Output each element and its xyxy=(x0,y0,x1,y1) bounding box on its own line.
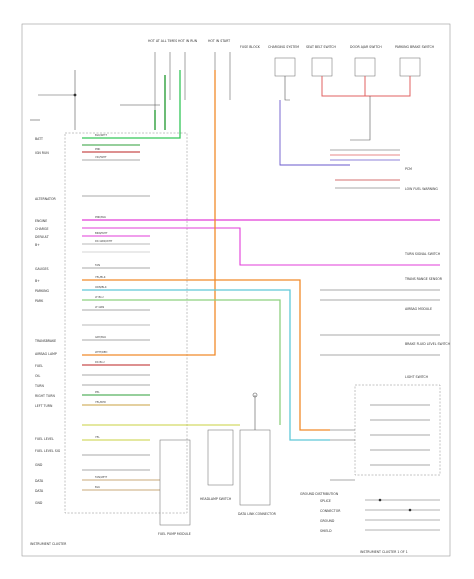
legend-label-3: SHIELD xyxy=(320,529,332,533)
cluster-title: INSTRUMENT CLUSTER xyxy=(30,542,67,546)
bottom-label-0: FUEL PUMP MODULE xyxy=(158,532,191,536)
cluster-label-19: LEFT TURN xyxy=(35,404,53,408)
top-right-label-3: PARKING BRAKE SWITCH xyxy=(395,45,435,49)
wire-label-11: GRY/BLK xyxy=(95,335,106,339)
right-label-2: TURN SIGNAL SWITCH xyxy=(404,252,441,256)
top-label-2: HOT IN START xyxy=(208,39,230,43)
cluster-label-18: RIGHT TURN xyxy=(35,394,55,398)
top-label-0: HOT AT ALL TIMES xyxy=(148,39,177,43)
right-label-0: PCM xyxy=(405,167,412,171)
right-label-5: BRAKE FLUID LEVEL SWITCH xyxy=(405,342,451,346)
footer-right: INSTRUMENT CLUSTER 1 OF 1 xyxy=(360,550,408,554)
cluster-label-10: B+ xyxy=(35,279,40,283)
wire-label-1: PNK xyxy=(95,147,101,151)
legend-label-0: SPLICE xyxy=(320,499,331,503)
cluster-label-15: FUEL xyxy=(35,364,43,368)
bottom-label-3: GROUND DISTRIBUTION xyxy=(300,492,339,496)
battery-branch xyxy=(30,70,77,130)
cluster-label-20: FUEL LEVEL xyxy=(35,437,54,441)
cluster-label-23: DATA xyxy=(35,479,44,483)
cluster-label-17: TURN xyxy=(34,384,44,388)
cluster-label-8: B+ xyxy=(35,243,40,247)
wire-label-15: YEL/RED xyxy=(95,400,106,404)
wire-label-10: LT GRN xyxy=(95,305,104,309)
cluster-label-5: ENGINE xyxy=(35,219,47,223)
top-right-label-2: DOOR AJAR SWITCH xyxy=(350,45,382,49)
right-label-6: LIGHT SWITCH xyxy=(405,375,429,379)
wire-label-9: LT BLU xyxy=(95,295,104,299)
cluster-label-21: FUEL LEVEL SIG xyxy=(35,449,61,453)
cluster-label-6: CHARGE xyxy=(35,227,49,231)
wire-label-7: YEL/BLK xyxy=(95,275,106,279)
top-right-label-0: CHARGING SYSTEM xyxy=(268,45,299,49)
right-side-components xyxy=(320,289,441,481)
cluster-label-4: ALTERNATOR xyxy=(35,197,56,201)
wire-label-6: TAN xyxy=(95,263,100,267)
right-label-1: LOW FUEL WARNING xyxy=(405,187,438,191)
wire-label-0: BLK/WHT xyxy=(95,133,107,137)
cluster-pin-stubs xyxy=(82,144,150,471)
wire-label-4: BRN/WHT xyxy=(95,231,108,235)
wire-label-16: YEL xyxy=(95,435,100,439)
cluster-wires xyxy=(82,70,440,491)
top-label-1: HOT IN RUN xyxy=(178,39,198,43)
cluster-label-11: PARKING xyxy=(35,289,50,293)
legend-label-1: CONNECTOR xyxy=(320,509,341,513)
legend-label-2: GROUND xyxy=(320,519,335,523)
top-right-label-1: SEAT BELT SWITCH xyxy=(306,45,337,49)
cluster-label-13: TRANSBRAKE xyxy=(34,339,56,343)
cluster-label-25: GND xyxy=(35,501,43,505)
wire-label-14: PPL xyxy=(95,390,100,394)
top-right-switch-boxes xyxy=(274,57,421,189)
cluster-label-7: DEFAULT xyxy=(35,235,49,239)
cluster-label-1: IGN RUN xyxy=(35,151,49,155)
cluster-label-0: BATT xyxy=(35,137,43,141)
cluster-label-12: PARK xyxy=(35,299,44,303)
top-label-3: FUSE BLOCK xyxy=(240,45,261,49)
wire-label-13: DK BLU xyxy=(95,360,105,364)
bottom-modules xyxy=(159,392,271,526)
bottom-label-2: DATA LINK CONNECTOR xyxy=(238,512,277,516)
top-power-feeds xyxy=(120,52,231,130)
wire-label-3: PNK/BLK xyxy=(95,215,106,219)
wire-label-8: ORN/BLK xyxy=(95,285,107,289)
cluster-label-16: OIL xyxy=(35,374,40,378)
cluster-label-24: DATA xyxy=(35,489,44,493)
wire-label-2: VIO/WHT xyxy=(95,155,107,159)
right-label-4: AIRBAG MODULE xyxy=(405,307,432,311)
cluster-label-22: GND xyxy=(35,463,43,467)
wire-label-17: TAN/WHT xyxy=(95,475,107,479)
wire-label-5: DK GRN/WHT xyxy=(95,239,113,243)
cluster-label-9: GAUGES xyxy=(35,267,49,271)
wire-label-12: WHT/RED xyxy=(95,350,107,354)
legend xyxy=(365,498,440,531)
wire-label-18: BLK xyxy=(95,485,100,489)
diagram-frame xyxy=(21,23,451,557)
instrument-cluster-box xyxy=(64,132,188,514)
cluster-label-14: AIRBAG LAMP xyxy=(35,352,57,356)
right-label-3: TRANS RANGE SENSOR xyxy=(404,277,443,281)
bottom-label-1: HEADLAMP SWITCH xyxy=(200,497,232,501)
